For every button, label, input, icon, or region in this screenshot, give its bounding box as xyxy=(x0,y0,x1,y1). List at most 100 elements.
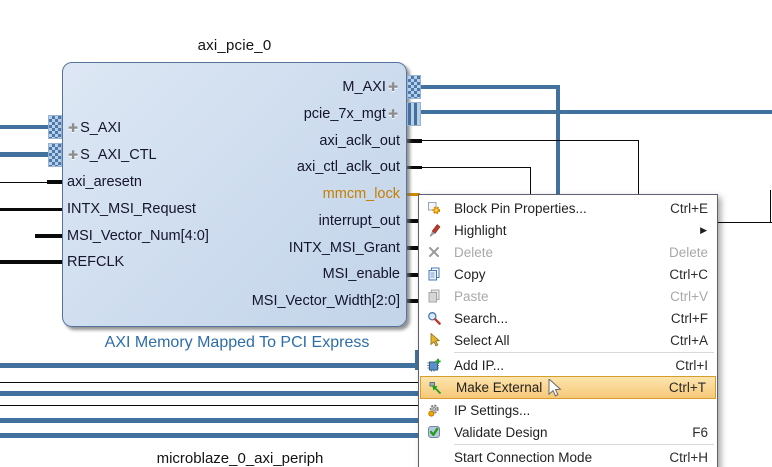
menu-item-highlight[interactable]: Highlight ▶ xyxy=(419,219,717,241)
port-msi-vector-width-2-0[interactable]: MSI_Vector_Width[2:0] xyxy=(252,293,400,309)
menu-item-label: Start Connection Mode xyxy=(454,449,593,465)
port-axi-aresetn[interactable]: axi_aresetn xyxy=(67,174,142,190)
pin-stub-axi-aresetn xyxy=(47,180,63,184)
wire-axi-ctl-aclk-out-vertical[interactable] xyxy=(529,167,532,194)
port-interrupt-out[interactable]: interrupt_out xyxy=(319,213,400,229)
port-s-axi[interactable]: ✚S_AXI xyxy=(66,120,121,136)
menu-separator xyxy=(454,444,714,445)
add-ip-icon xyxy=(424,358,444,372)
menu-item-label: Block Pin Properties... xyxy=(454,200,587,216)
port-label: S_AXI xyxy=(80,120,122,136)
bus-line-3[interactable] xyxy=(0,391,419,396)
menu-item-block-pin-properties[interactable]: Block Pin Properties... Ctrl+E xyxy=(419,197,717,219)
wire-axi-aclk-out-vertical[interactable] xyxy=(637,140,639,195)
validate-design-icon xyxy=(424,425,444,439)
port-axi-aclk-out[interactable]: axi_aclk_out xyxy=(319,133,400,149)
menu-item-shortcut: Ctrl+E xyxy=(670,200,708,216)
delete-icon xyxy=(424,245,444,259)
expand-plus-icon[interactable]: ✚ xyxy=(68,148,79,162)
port-mmcm-lock[interactable]: mmcm_lock xyxy=(323,186,400,202)
pin-stub-msi-enable xyxy=(407,273,420,277)
port-msi-vector-num-4-0[interactable]: MSI_Vector_Num[4:0] xyxy=(67,228,209,244)
pin-stub-axi-aclk-out xyxy=(407,139,422,143)
pin-stub-intx-msi-grant xyxy=(407,246,420,250)
expand-plus-icon[interactable]: ✚ xyxy=(387,80,398,94)
pin-stub-axi-ctl-aclk-out xyxy=(407,165,422,169)
menu-item-ip-settings[interactable]: IP Settings... xyxy=(419,399,717,421)
bus-line-6[interactable] xyxy=(0,433,419,438)
port-m-axi[interactable]: M_AXI✚ xyxy=(342,79,400,95)
wire-m-axi-horizontal[interactable] xyxy=(421,84,560,89)
menu-item-label: Validate Design xyxy=(454,424,548,440)
bus-line-5[interactable] xyxy=(0,418,419,423)
port-label: pcie_7x_mgt xyxy=(303,106,386,122)
port-label: MSI_Vector_Num[4:0] xyxy=(67,228,209,244)
menu-item-label: Search... xyxy=(454,310,509,326)
wire-right-of-menu[interactable] xyxy=(718,222,772,224)
iface-connector-pcie-7x-mgt[interactable] xyxy=(407,102,421,126)
expand-plus-icon[interactable]: ✚ xyxy=(68,121,79,135)
port-label: REFCLK xyxy=(67,254,125,270)
mouse-cursor-icon xyxy=(548,377,567,406)
block-instance-name: axi_pcie_0 xyxy=(197,37,272,54)
make-external-icon xyxy=(426,381,446,395)
wire-m-axi-vertical[interactable] xyxy=(555,84,560,196)
menu-item-label: Select All xyxy=(454,332,510,348)
port-intx-msi-request[interactable]: INTX_MSI_Request xyxy=(67,201,196,217)
port-refclk[interactable]: REFCLK xyxy=(67,254,124,270)
wire-axi-aclk-out-horizontal[interactable] xyxy=(421,140,639,142)
wire-pcie-7x-mgt[interactable] xyxy=(421,109,772,114)
iface-connector-s-axi-ctl[interactable] xyxy=(48,143,62,167)
port-label: MSI_Vector_Width[2:0] xyxy=(251,293,400,309)
menu-item-add-ip[interactable]: Add IP...Ctrl+I xyxy=(419,354,717,376)
axi-pcie-block[interactable] xyxy=(62,62,407,327)
wire-s-axi-ctl[interactable] xyxy=(0,152,49,157)
pin-stub-mmcm-lock xyxy=(407,192,420,196)
port-label: INTX_MSI_Grant xyxy=(288,239,400,256)
wire-refclk[interactable] xyxy=(0,260,63,264)
bus-line-1[interactable] xyxy=(0,363,419,368)
properties-icon xyxy=(424,201,444,215)
bus-line-4[interactable] xyxy=(0,404,419,406)
expand-plus-icon[interactable]: ✚ xyxy=(387,107,398,121)
port-s-axi-ctl[interactable]: ✚S_AXI_CTL xyxy=(66,147,157,163)
wire-right-edge-vertical[interactable] xyxy=(769,190,772,223)
iface-connector-m-axi[interactable] xyxy=(407,75,421,99)
menu-item-search[interactable]: Search...Ctrl+F xyxy=(419,307,717,329)
port-pcie-7x-mgt[interactable]: pcie_7x_mgt✚ xyxy=(304,106,400,122)
wire-axi-ctl-aclk-out-horizontal[interactable] xyxy=(421,167,531,169)
pin-stub-msi-vector-num[interactable] xyxy=(35,233,63,238)
menu-item-label: Copy xyxy=(454,266,486,282)
port-label: axi_ctl_aclk_out xyxy=(296,159,400,175)
bus-line-2[interactable] xyxy=(0,381,419,383)
wire-axi-aresetn[interactable] xyxy=(0,181,50,183)
menu-item-start-connection-mode[interactable]: Start Connection Mode Ctrl+H xyxy=(419,446,717,467)
menu-item-shortcut: Delete xyxy=(668,244,708,260)
submenu-arrow-icon: ▶ xyxy=(700,224,707,235)
context-menu: Block Pin Properties... Ctrl+E Highlight ▶ D… xyxy=(418,194,718,467)
copy-icon xyxy=(424,267,444,281)
wire-s-axi[interactable] xyxy=(0,124,49,129)
port-msi-enable[interactable]: MSI_enable xyxy=(323,266,400,282)
wire-intx-msi-request[interactable] xyxy=(0,207,63,211)
iface-connector-s-axi[interactable] xyxy=(48,115,62,139)
port-label: INTX_MSI_Request xyxy=(67,201,196,217)
port-label: S_AXI_CTL xyxy=(80,147,157,163)
menu-item-label: Highlight xyxy=(454,222,507,238)
menu-item-label: Paste xyxy=(454,288,489,304)
port-label: axi_aresetn xyxy=(67,174,142,190)
pin-stub-msi-vector-width xyxy=(407,299,420,303)
port-label: MSI_enable xyxy=(322,266,400,282)
port-axi-ctl-aclk-out[interactable]: axi_ctl_aclk_out xyxy=(297,159,400,175)
port-intx-msi-grant[interactable]: INTX_MSI_Grant xyxy=(289,240,400,256)
menu-item-shortcut: Ctrl+H xyxy=(669,449,708,465)
search-icon xyxy=(424,311,444,325)
menu-item-label: Make External xyxy=(456,380,543,395)
port-label: M_AXI xyxy=(342,79,386,95)
